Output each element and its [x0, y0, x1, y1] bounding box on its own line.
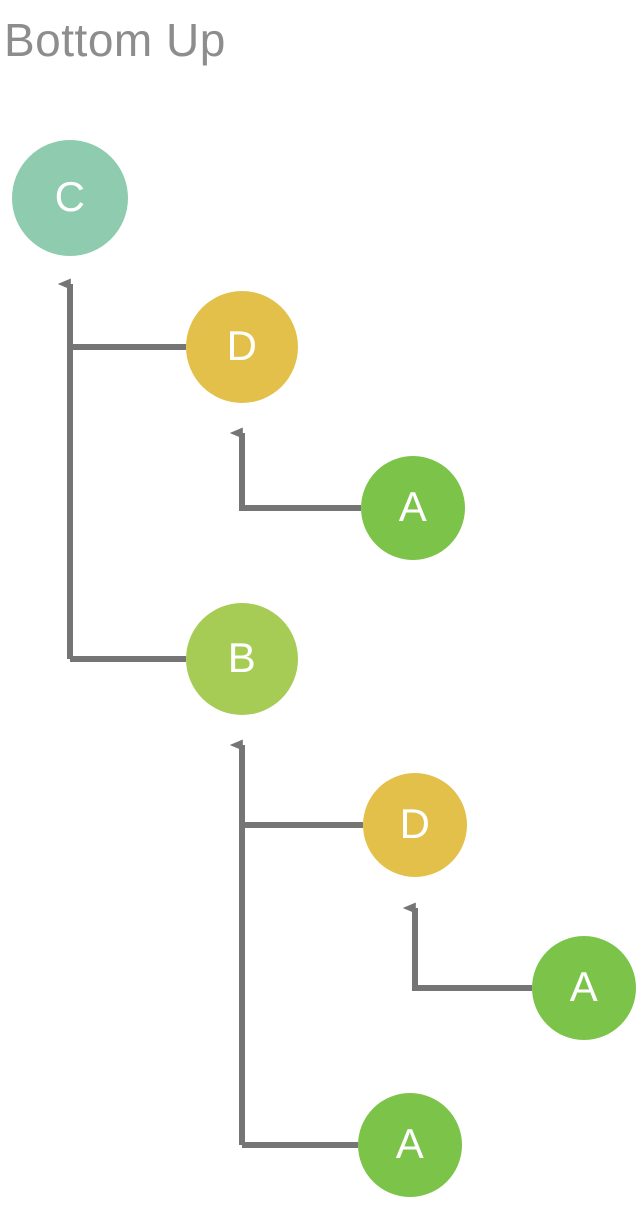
node-a-bottom[interactable]: A: [358, 1093, 462, 1197]
node-label: B: [227, 634, 257, 681]
edge-a-upper-right-to-d-upper: [229, 427, 361, 511]
node-a-upper-right[interactable]: A: [361, 456, 465, 560]
node-label: A: [395, 1120, 425, 1167]
node-c-root[interactable]: C: [12, 140, 128, 256]
page-title: Bottom Up: [4, 14, 226, 66]
node-label: A: [569, 963, 599, 1010]
node-label: A: [398, 483, 428, 530]
node-label: D: [226, 322, 258, 369]
node-b-mid[interactable]: B: [186, 603, 298, 715]
edge-a-lower-right-to-d-lower: [402, 902, 532, 991]
node-d-upper[interactable]: D: [186, 291, 298, 403]
node-label: D: [399, 800, 431, 847]
node-a-lower-right[interactable]: A: [532, 936, 636, 1040]
node-label: C: [54, 173, 86, 220]
node-d-lower[interactable]: D: [363, 773, 467, 877]
